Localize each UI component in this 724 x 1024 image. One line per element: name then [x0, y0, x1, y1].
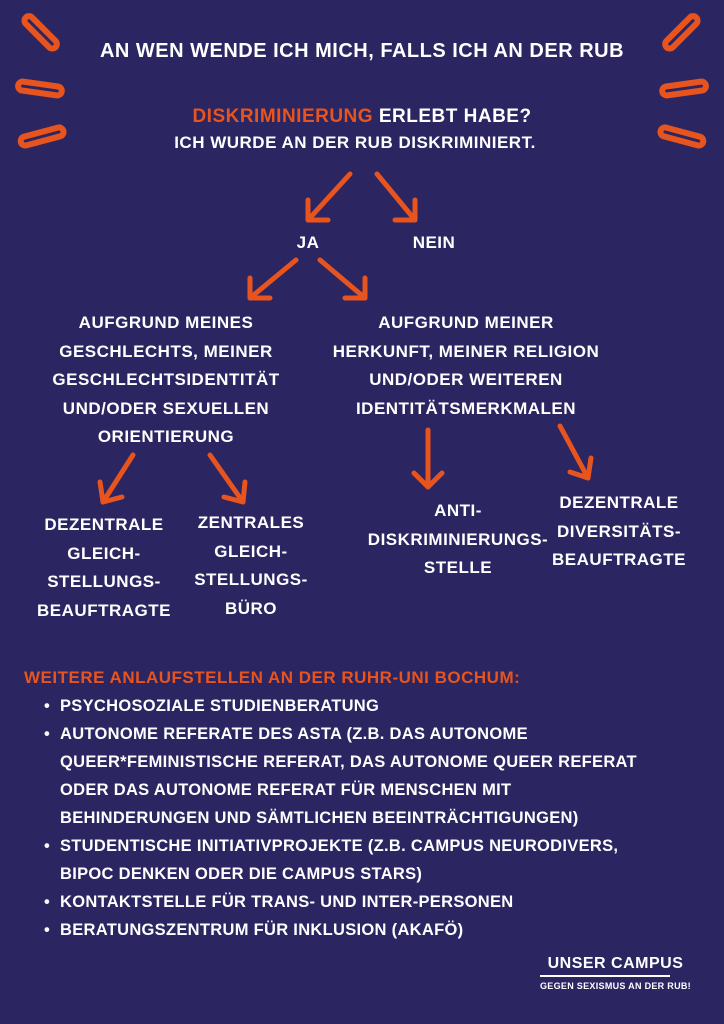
- more-heading: WEITERE ANLAUFSTELLEN AN DER RUHR-UNI BO…: [24, 668, 521, 687]
- logo-name: UNSER CAMPUS: [547, 955, 684, 972]
- line: DEZENTRALE: [44, 515, 164, 534]
- list-item: PSYCHOSOZIALE STUDIENBERATUNG: [40, 692, 637, 720]
- arrow-to-leaf-3-icon: [411, 427, 445, 490]
- arrow-to-leaf-4-icon: [557, 423, 594, 481]
- line: IDENTITÄTSMERKMALEN: [355, 398, 577, 418]
- line: DIVERSITÄTS-: [556, 521, 682, 541]
- leaf-antidiskriminierungsstelle: ANTI- DISKRIMINIERUNGS- STELLE: [368, 497, 548, 583]
- leaf-zentrales-gleichstellungsbuero: ZENTRALES GLEICH- STELLUNGS- BÜRO: [194, 509, 308, 623]
- right-branch-node: AUFGRUND MEINER HERKUNFT, MEINER RELIGIO…: [333, 309, 600, 423]
- list-item: STUDENTISCHE INITIATIVPROJEKTE (Z.B. CAM…: [40, 832, 637, 860]
- ray-icon: [21, 13, 60, 52]
- subtitle-highlight: DISKRIMINIERUNG: [192, 106, 374, 127]
- arrow-to-leaf-2-icon: [207, 452, 248, 505]
- poster-subtitle: DISKRIMINIERUNG ERLEBT HABE?: [192, 106, 531, 128]
- leaf-dezentrale-gleichstellungsbeauftragte: DEZENTRALE GLEICH- STELLUNGS- BEAUFTRAGT…: [37, 511, 171, 625]
- line: UND/ODER WEITEREN: [369, 370, 563, 389]
- line: AUFGRUND MEINER: [378, 313, 554, 332]
- line: STELLE: [423, 558, 493, 577]
- line: DEZENTRALE: [559, 493, 679, 512]
- list-item-continuation: QUEER*FEMINISTISCHE REFERAT, DAS AUTONOM…: [60, 753, 637, 771]
- ray-icon: [659, 78, 709, 99]
- line: GLEICH-: [214, 541, 288, 561]
- arrow-to-ja-icon: [305, 171, 353, 223]
- list-item: KONTAKTSTELLE FÜR TRANS- UND INTER-PERSO…: [40, 888, 637, 916]
- ray-icon: [17, 124, 67, 149]
- list-item: BERATUNGSZENTRUM FÜR INKLUSION (AKAFÖ): [40, 916, 637, 944]
- line: DISKRIMINIERUNGS-: [367, 529, 549, 549]
- left-branch-node: AUFGRUND MEINES GESCHLECHTS, MEINER GESC…: [52, 309, 279, 452]
- list-item: AUTONOME REFERATE DES ASTA (Z.B. DAS AUT…: [40, 720, 637, 748]
- line: BÜRO: [224, 598, 278, 618]
- line: UND/ODER SEXUELLEN: [62, 398, 270, 418]
- line: HERKUNFT, MEINER RELIGION: [332, 341, 600, 361]
- leaf-dezentrale-diversitaetsbeauftragte: DEZENTRALE DIVERSITÄTS- BEAUFTRAGTE: [552, 489, 686, 575]
- ray-icon: [662, 13, 701, 52]
- unser-campus-logo: UNSER CAMPUS GEGEN SEXISMUS AN DER RUB!: [540, 955, 691, 991]
- line: STELLUNGS-: [194, 570, 308, 589]
- arrow-to-right-branch-icon: [317, 257, 368, 301]
- poster-title: AN WEN WENDE ICH MICH, FALLS ICH AN DER …: [99, 40, 625, 62]
- line: STELLUNGS-: [47, 572, 161, 591]
- line: ZENTRALES: [197, 513, 305, 532]
- start-node: ICH WURDE AN DER RUB DISKRIMINIERT.: [174, 133, 536, 152]
- logo-underline: [540, 975, 670, 977]
- line: BEAUFTRAGTE: [552, 550, 686, 569]
- ray-icon: [15, 78, 65, 99]
- line: ORIENTIERUNG: [97, 427, 235, 446]
- more-list: PSYCHOSOZIALE STUDIENBERATUNG AUTONOME R…: [40, 692, 637, 944]
- subtitle-rest: ERLEBT HABE?: [373, 106, 532, 127]
- list-item-continuation: BIPOC DENKEN ODER DIE CAMPUS STARS): [60, 865, 423, 883]
- line: BEAUFTRAGTE: [37, 600, 171, 620]
- ray-icon: [657, 124, 707, 149]
- line: GESCHLECHTS, MEINER: [59, 341, 273, 361]
- line: GESCHLECHTSIDENTITÄT: [52, 370, 280, 389]
- line: GLEICH-: [67, 543, 141, 563]
- list-item-continuation: BEHINDERUNGEN UND SÄMTLICHEN BEEINTRÄCHT…: [60, 809, 579, 827]
- line: ANTI-: [434, 501, 482, 520]
- list-item-continuation: ODER DAS AUTONOME REFERAT FÜR MENSCHEN M…: [60, 781, 512, 799]
- line: AUFGRUND MEINES: [78, 313, 254, 332]
- arrow-to-nein-icon: [374, 171, 418, 223]
- arrow-to-left-branch-icon: [247, 257, 299, 301]
- yes-node: JA: [296, 233, 320, 252]
- arrow-to-leaf-1-icon: [97, 452, 136, 505]
- logo-tagline: GEGEN SEXISMUS AN DER RUB!: [540, 981, 691, 991]
- no-node: NEIN: [412, 233, 456, 252]
- decorative-rays: [15, 13, 709, 149]
